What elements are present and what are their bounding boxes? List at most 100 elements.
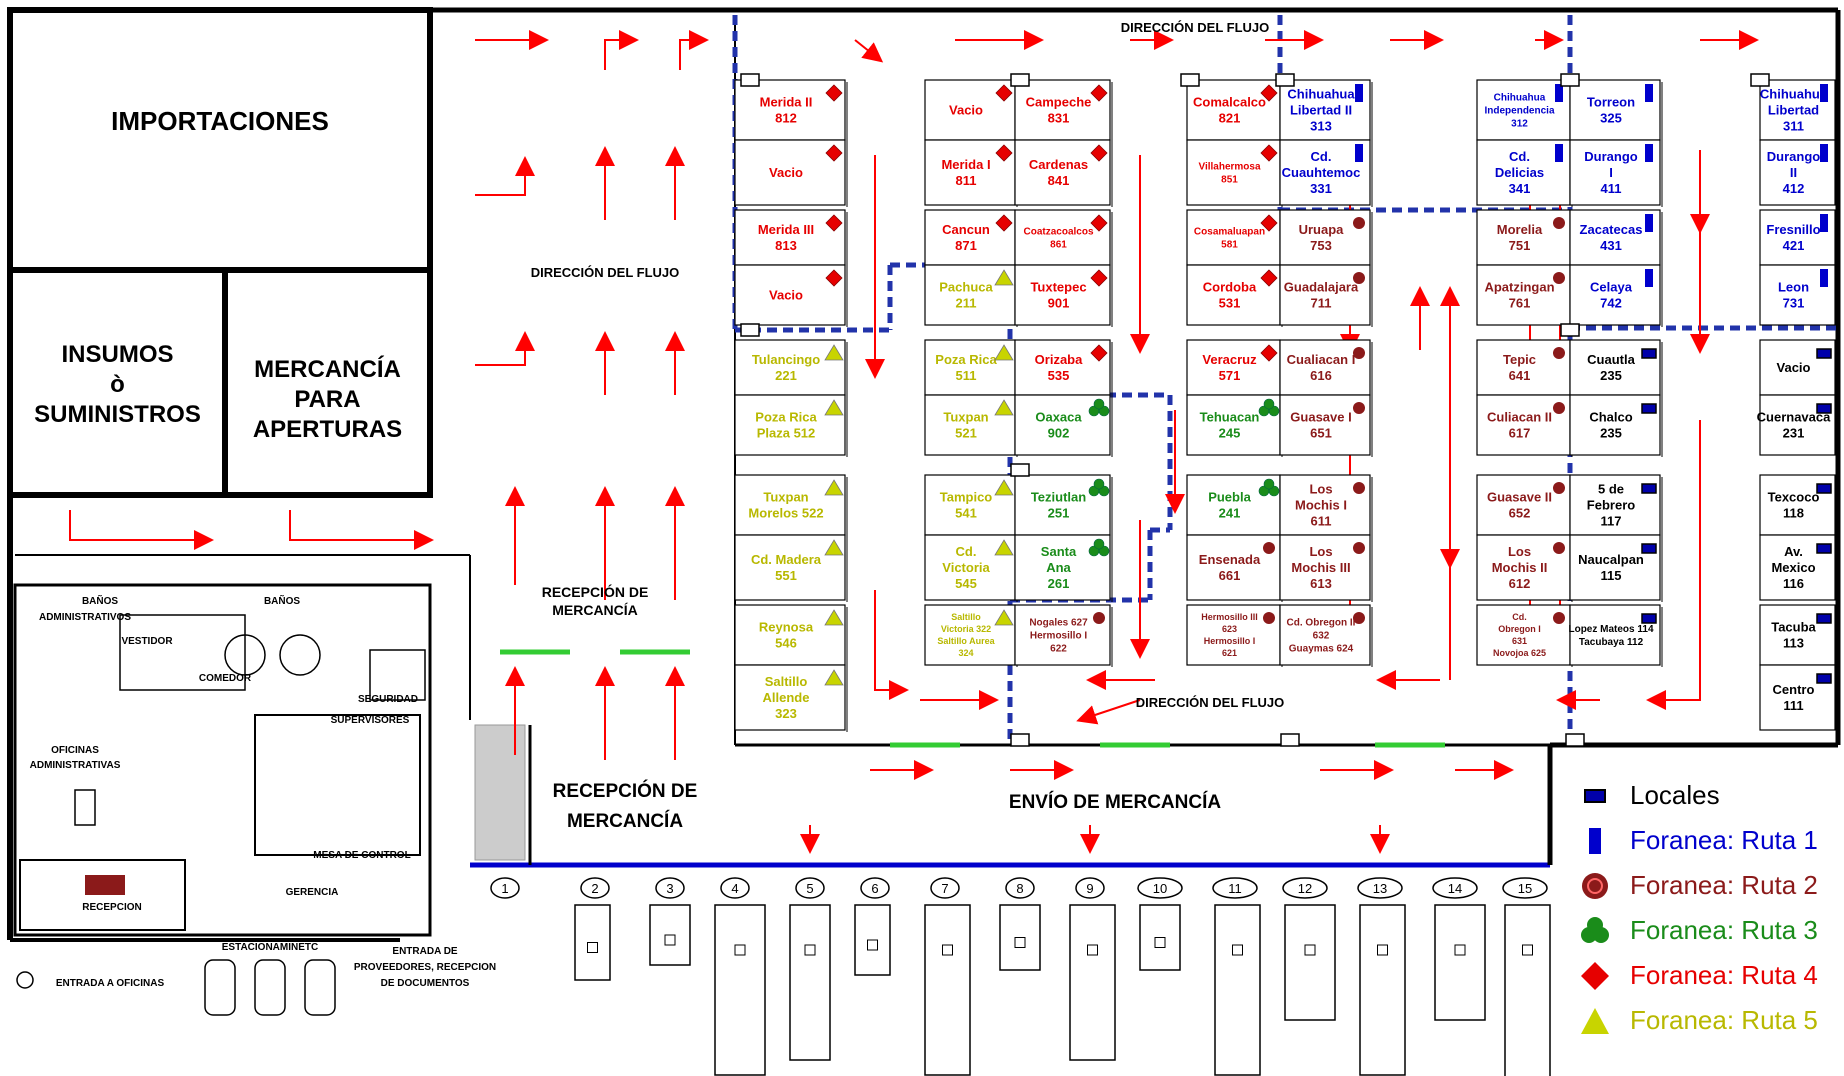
mercancia-line3: APERTURAS <box>252 416 403 443</box>
cell-label: Cuautla <box>1587 352 1635 367</box>
recepcion-small-line2: MERCANCÍA <box>552 602 638 618</box>
brown-circle-icon <box>1553 402 1565 414</box>
column-post <box>1280 733 1300 747</box>
yellow-triangle-icon <box>994 344 1014 361</box>
flow-arrow <box>1646 420 1701 710</box>
dock-door[interactable]: 4 <box>714 877 766 1076</box>
dock-door[interactable]: 14 <box>1432 877 1486 1021</box>
cell-label: Morelia <box>1497 222 1543 237</box>
cell-label: 617 <box>1509 425 1531 440</box>
dock-door[interactable]: 7 <box>924 877 971 1076</box>
dock-number: 3 <box>666 881 673 896</box>
dock-door[interactable]: 12 <box>1282 877 1336 1021</box>
dock-door[interactable]: 11 <box>1212 877 1261 1076</box>
cell-label: 622 <box>1050 643 1067 654</box>
dock-number: 7 <box>941 881 948 896</box>
red-diamond-icon <box>825 269 843 287</box>
yellow-triangle-icon <box>824 399 844 416</box>
cell-label: 661 <box>1219 568 1241 583</box>
brown-circle-icon <box>1580 871 1610 901</box>
cell-label: 531 <box>1219 295 1241 310</box>
dock-door[interactable]: 10 <box>1137 877 1183 971</box>
dock-door[interactable]: 2 <box>574 877 611 981</box>
column-post <box>1010 73 1030 87</box>
cell-label: Delicias <box>1495 165 1544 180</box>
cell-label: 245 <box>1219 425 1241 440</box>
cell-label: 324 <box>958 648 973 658</box>
locales-icon <box>1641 348 1657 359</box>
red-diamond-icon <box>825 84 843 102</box>
cell-label: Independencia <box>1484 105 1554 116</box>
cell-label: 812 <box>775 110 797 125</box>
cell-label: Cuauhtemoc <box>1282 165 1361 180</box>
legend-label: Foranea: Ruta 1 <box>1630 825 1818 855</box>
cell-label: Tuxpan <box>943 409 988 424</box>
cell-label: Merida II <box>760 94 813 109</box>
cell-label: Tacubaya 112 <box>1579 637 1644 648</box>
locales-icon <box>1816 613 1832 624</box>
cell-label: Plaza 512 <box>757 425 816 440</box>
dock-number: 12 <box>1298 881 1312 896</box>
red-diamond-icon <box>1260 269 1278 287</box>
cell-label: 612 <box>1509 576 1531 591</box>
dock-door[interactable]: 9 <box>1069 877 1116 1061</box>
cell-label: 323 <box>775 706 797 721</box>
cell-label: 861 <box>1050 239 1067 250</box>
cell-label: 613 <box>1310 576 1332 591</box>
dock-door[interactable]: 13 <box>1357 877 1406 1076</box>
truck <box>999 904 1041 971</box>
truck <box>1359 904 1406 1076</box>
cell-label: Comalcalco <box>1193 94 1266 109</box>
dock-door[interactable]: 1 <box>490 877 520 899</box>
dock-door[interactable]: 15 <box>1502 877 1551 1076</box>
column-post <box>740 323 760 337</box>
dock-door[interactable]: 5 <box>789 877 831 1061</box>
dock-door[interactable]: 3 <box>649 877 691 966</box>
cell-label: Tulancingo <box>752 352 820 367</box>
cell-label: 251 <box>1048 505 1070 520</box>
cell-label: Durango <box>1767 149 1821 164</box>
dock-door[interactable]: 8 <box>999 877 1041 971</box>
cell-label: 341 <box>1509 181 1531 196</box>
cell-label: Uruapa <box>1299 222 1345 237</box>
dock-door[interactable]: 6 <box>854 877 891 976</box>
cell-label: Texcoco <box>1768 489 1820 504</box>
flow-arrow <box>69 510 214 550</box>
cell-label: Cd. <box>1311 149 1332 164</box>
cell-label: 545 <box>955 576 977 591</box>
flow-label-top: DIRECCIÓN DEL FLUJO <box>1121 20 1270 35</box>
cell-label: 231 <box>1783 425 1805 440</box>
brown-circle-icon <box>1093 612 1105 624</box>
brown-circle-icon <box>1353 347 1365 359</box>
locales-icon <box>1580 781 1610 811</box>
blue-bar-icon <box>1645 269 1653 287</box>
plan-labels: DIRECCIÓN DEL FLUJO DIRECCIÓN DEL FLUJO … <box>30 20 1285 989</box>
storage-cell: Vacio <box>924 79 1018 142</box>
flow-arrow <box>475 331 535 366</box>
cell-label: 421 <box>1783 238 1805 253</box>
brown-circle-icon <box>1553 217 1565 229</box>
envio-label: ENVÍO DE MERCANCÍA <box>1009 791 1221 813</box>
cell-label: II <box>1790 165 1797 180</box>
flow-arrow <box>604 30 639 70</box>
cell-label: Mochis I <box>1295 497 1347 512</box>
cell-label: 412 <box>1783 181 1805 196</box>
yellow-triangle-icon <box>824 669 844 686</box>
red-diamond-icon <box>825 214 843 232</box>
blue-bar-icon <box>1820 84 1828 102</box>
